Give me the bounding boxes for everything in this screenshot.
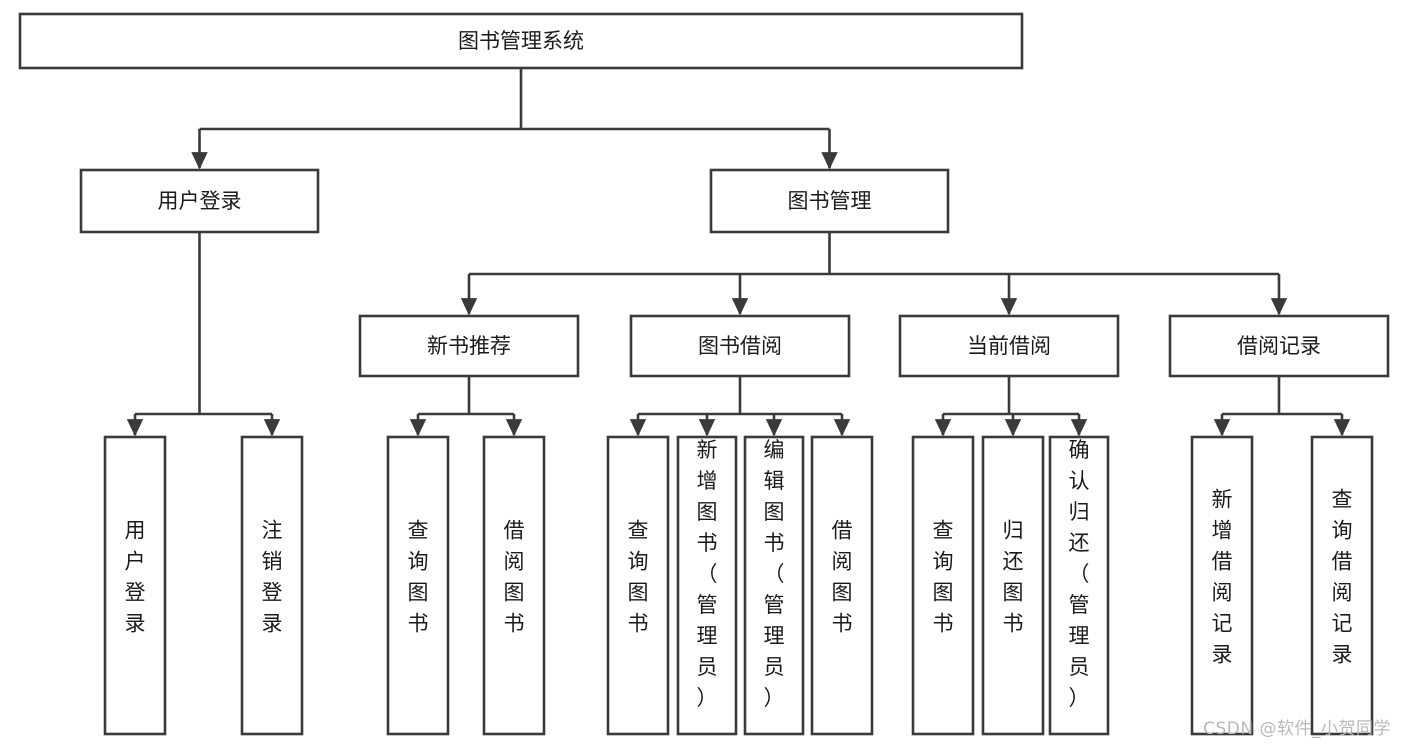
node-box-leaf-borrow-book-2[interactable] [810,435,874,736]
node-label-leaf-add-record: 新增借阅记录 [1212,488,1233,667]
node-box-leaf-return-book[interactable] [981,435,1045,736]
node-label-leaf-query-book-2: 查询图书 [628,519,649,636]
node-current-borrow[interactable]: 当前借阅 [898,314,1120,378]
node-leaf-query-record[interactable]: 查询借阅记录 [1310,435,1374,736]
node-leaf-query-book-2[interactable]: 查询图书 [606,435,670,736]
node-leaf-logout[interactable]: 注销登录 [240,435,304,736]
node-label-leaf-return-book: 归还图书 [1003,519,1024,636]
node-leaf-query-book-1[interactable]: 查询图书 [386,435,450,736]
node-label-leaf-query-record: 查询借阅记录 [1332,488,1353,667]
node-layer: 图书管理系统用户登录图书管理新书推荐图书借阅当前借阅借阅记录用户登录注销登录查询… [18,12,1390,736]
node-box-leaf-add-record[interactable] [1190,435,1254,736]
node-label-borrow-record: 借阅记录 [1237,334,1321,358]
node-box-current-borrow[interactable] [898,314,1120,378]
csdn-watermark: CSDN @软件_小贺同学 [1203,719,1391,739]
node-leaf-user-login[interactable]: 用户登录 [103,435,167,736]
node-box-leaf-query-record[interactable] [1310,435,1374,736]
node-leaf-edit-book[interactable]: 编辑图书（管理员） [743,435,805,736]
node-label-book-manage: 图书管理 [788,189,872,213]
node-box-leaf-query-book-2[interactable] [606,435,670,736]
node-label-leaf-borrow-book-1: 借阅图书 [504,519,525,636]
node-box-leaf-borrow-book-1[interactable] [482,435,546,736]
node-label-current-borrow: 当前借阅 [967,334,1051,358]
node-label-leaf-confirm-return: 确认归还（管理员） [1069,438,1090,710]
node-box-root[interactable] [18,12,1024,70]
node-leaf-add-record[interactable]: 新增借阅记录 [1190,435,1254,736]
node-borrow-record[interactable]: 借阅记录 [1168,314,1390,378]
node-leaf-borrow-book-1[interactable]: 借阅图书 [482,435,546,736]
node-label-leaf-query-book-1: 查询图书 [408,519,429,636]
node-label-user-login: 用户登录 [158,189,242,213]
node-label-leaf-add-book: 新增图书（管理员） [697,438,718,710]
node-label-book-borrow: 图书借阅 [698,334,782,358]
node-new-book-rec[interactable]: 新书推荐 [358,314,580,378]
node-box-leaf-confirm-return[interactable] [1048,435,1110,736]
node-box-leaf-logout[interactable] [240,435,304,736]
node-box-leaf-query-book-3[interactable] [911,435,975,736]
node-box-user-login[interactable] [79,168,320,234]
node-book-manage[interactable]: 图书管理 [709,168,950,234]
node-label-leaf-logout: 注销登录 [262,519,283,636]
node-user-login[interactable]: 用户登录 [79,168,320,234]
node-box-leaf-query-book-1[interactable] [386,435,450,736]
node-leaf-add-book[interactable]: 新增图书（管理员） [676,435,738,736]
node-label-leaf-borrow-book-2: 借阅图书 [832,519,853,636]
node-box-book-manage[interactable] [709,168,950,234]
node-label-leaf-query-book-3: 查询图书 [933,519,954,636]
connector-layer [126,68,1351,437]
node-box-leaf-add-book[interactable] [676,435,738,736]
node-box-leaf-edit-book[interactable] [743,435,805,736]
node-leaf-return-book[interactable]: 归还图书 [981,435,1045,736]
node-leaf-borrow-book-2[interactable]: 借阅图书 [810,435,874,736]
node-label-root: 图书管理系统 [458,29,584,53]
node-leaf-query-book-3[interactable]: 查询图书 [911,435,975,736]
node-box-borrow-record[interactable] [1168,314,1390,378]
node-book-borrow[interactable]: 图书借阅 [629,314,851,378]
node-label-new-book-rec: 新书推荐 [427,334,511,358]
node-label-leaf-edit-book: 编辑图书（管理员） [764,438,785,710]
node-box-book-borrow[interactable] [629,314,851,378]
node-leaf-confirm-return[interactable]: 确认归还（管理员） [1048,435,1110,736]
node-label-leaf-user-login: 用户登录 [125,519,146,636]
node-box-new-book-rec[interactable] [358,314,580,378]
node-box-leaf-user-login[interactable] [103,435,167,736]
node-root[interactable]: 图书管理系统 [18,12,1024,70]
